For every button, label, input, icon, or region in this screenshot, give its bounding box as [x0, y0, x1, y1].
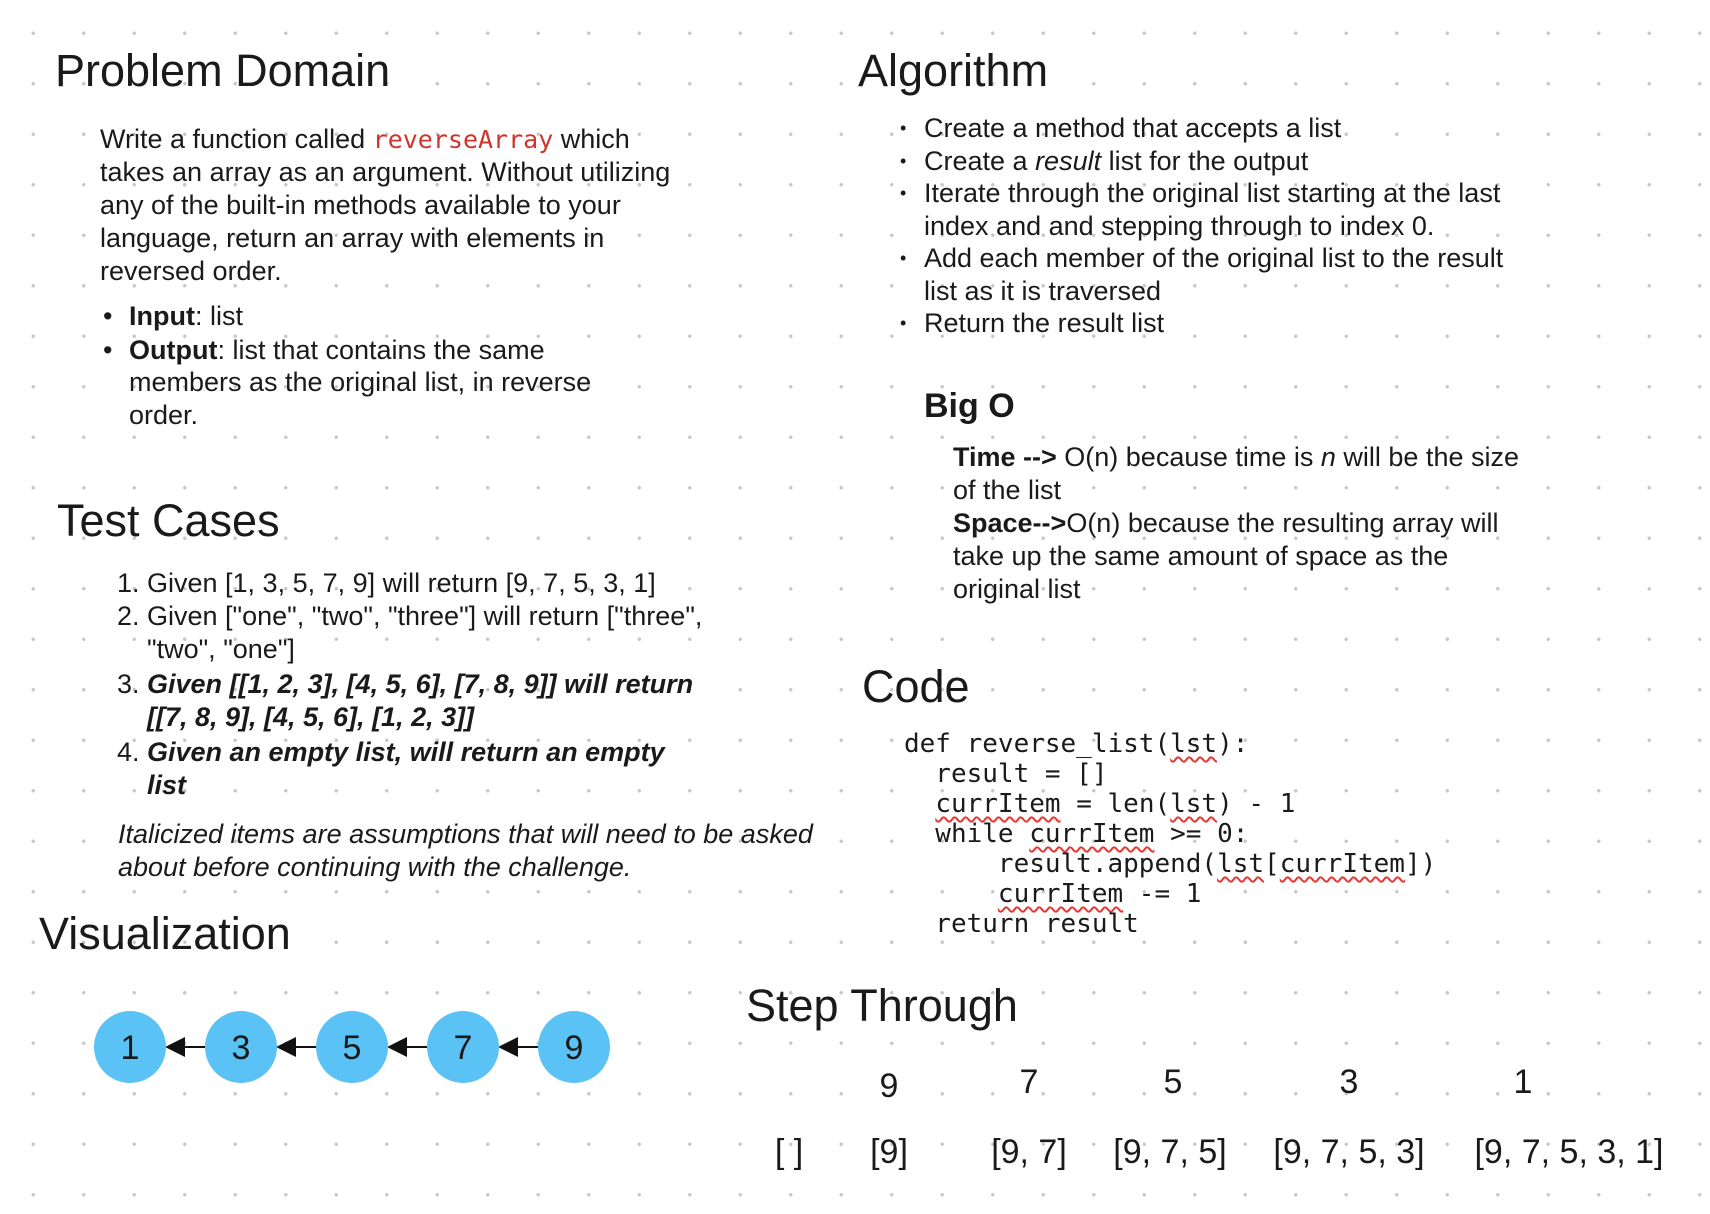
space-complexity: Space-->O(n) because the resulting array… [953, 508, 1499, 604]
algorithm-step: Return the result list [897, 307, 1517, 340]
list-node [316, 1011, 388, 1083]
step-result-array: [9, 7] [991, 1133, 1067, 1171]
input-item: Input: list [101, 300, 661, 333]
list-node [538, 1011, 610, 1083]
step-value: 5 [1163, 1063, 1183, 1101]
output-item: Output: list that contains the same memb… [101, 334, 661, 432]
list-node-label: 5 [343, 1029, 362, 1067]
code-line: currItem -= 1 [997, 879, 1202, 909]
list-node [205, 1011, 277, 1083]
algorithm-step: Iterate through the original list starti… [897, 177, 1517, 242]
step-value: 7 [1019, 1063, 1039, 1101]
code-block: def reverse_list(lst): result = [] currI… [904, 729, 1436, 939]
desc-text: Write a function called [100, 124, 373, 154]
step-result-array: [ ] [774, 1133, 804, 1171]
step-result-array: [9, 7, 5, 3] [1273, 1133, 1425, 1171]
list-node-label: 9 [565, 1029, 584, 1067]
code-line: return result [904, 909, 1139, 939]
visualization-title: Visualization [39, 908, 291, 959]
reversed-linked-list-diagram: 1 3 5 7 9 [94, 1011, 610, 1083]
test-case-item: 2.Given ["one", "two", "three"] will ret… [117, 601, 703, 664]
problem-domain-title: Problem Domain [55, 45, 391, 96]
test-case-item: 1.Given [1, 3, 5, 7, 9] will return [9, … [117, 568, 656, 598]
step-through-title: Step Through [746, 980, 1018, 1031]
io-list: Input: list Output: list that contains t… [101, 300, 661, 431]
time-complexity: Time --> O(n) because time is n will be … [953, 442, 1519, 505]
code-line: while currItem >= 0: [904, 819, 1249, 849]
test-case-list: 1.Given [1, 3, 5, 7, 9] will return [9, … [117, 567, 707, 802]
code-line: result.append(lst[currItem]) [904, 849, 1437, 879]
test-cases-title: Test Cases [57, 495, 280, 546]
step-value: 9 [879, 1067, 899, 1105]
big-o-details: Time --> O(n) because time is n will be … [953, 441, 1533, 606]
list-node-label: 3 [232, 1029, 251, 1067]
problem-description: Write a function called reverseArray whi… [100, 123, 680, 288]
test-case-item-assumption: 3.Given [[1, 2, 3], [4, 5, 6], [7, 8, 9]… [117, 669, 694, 732]
algorithm-step: Create a result list for the output [897, 145, 1517, 178]
list-node [94, 1011, 166, 1083]
step-result-array: [9, 7, 5] [1113, 1133, 1227, 1171]
step-value: 1 [1513, 1063, 1533, 1101]
code-line: def reverse_list(lst): [904, 729, 1249, 759]
step-result-array: [9, 7, 5, 3, 1] [1474, 1133, 1664, 1171]
assumption-note: Italicized items are assumptions that wi… [118, 819, 813, 882]
step-result-array: [9] [870, 1133, 908, 1171]
step-value: 3 [1339, 1063, 1359, 1101]
list-node-label: 1 [121, 1029, 140, 1067]
algorithm-step: Create a method that accepts a list [897, 112, 1517, 145]
code-line: currItem = len(lst) - 1 [935, 789, 1296, 819]
algorithm-step: Add each member of the original list to … [897, 242, 1517, 307]
test-case-item-assumption: 4.Given an empty list, will return an em… [117, 737, 665, 800]
list-node [427, 1011, 499, 1083]
code-line: result = [] [904, 759, 1108, 789]
algorithm-steps: Create a method that accepts a list Crea… [897, 112, 1517, 340]
desc-text-rest: which takes an array as an argument. Wit… [100, 124, 671, 286]
big-o-title: Big O [924, 387, 1015, 425]
list-node-label: 7 [454, 1029, 473, 1067]
algorithm-title: Algorithm [858, 45, 1049, 96]
code-title: Code [862, 661, 970, 712]
function-name-code: reverseArray [372, 125, 554, 154]
